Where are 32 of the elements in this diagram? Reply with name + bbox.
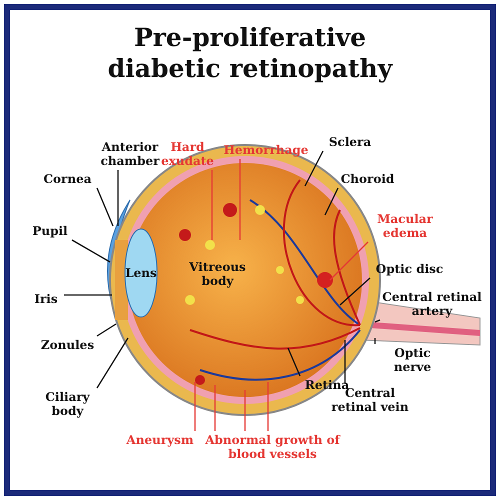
leader-line [324,188,339,216]
leader-line [117,170,119,226]
part-label: Central retinal artery [382,290,482,318]
leader-line [72,239,110,263]
part-label: Zonules [40,338,95,352]
part-label: Choroid [340,172,395,186]
part-label: Vitreous body [188,260,247,288]
part-label: Aneurysm [125,433,195,447]
part-label: Abnormal growth of blood vessels [205,433,340,461]
leader-line [194,382,196,431]
leader-line [214,385,216,431]
leader-line [374,338,376,344]
part-label: Ciliary body [40,390,95,418]
part-label: Anterior chamber [100,140,160,168]
lens: Lens [124,228,158,318]
leader-line [211,170,213,240]
part-label: Pupil [30,224,70,238]
leader-line [340,278,370,306]
leader-line [244,390,246,431]
part-label: Macular edema [370,212,440,240]
leader-line [267,382,269,431]
leader-line [96,338,129,388]
leader-line [287,348,301,376]
leader-line [374,319,380,323]
part-label: Optic nerve [375,346,450,374]
part-label: Cornea [40,172,95,186]
leader-line [96,188,114,226]
part-label: Iris [30,292,62,306]
title: Pre-proliferative diabetic retinopathy [106,22,394,84]
leader-line [96,323,116,337]
leader-line [64,294,112,296]
part-label: Sclera [325,135,375,149]
